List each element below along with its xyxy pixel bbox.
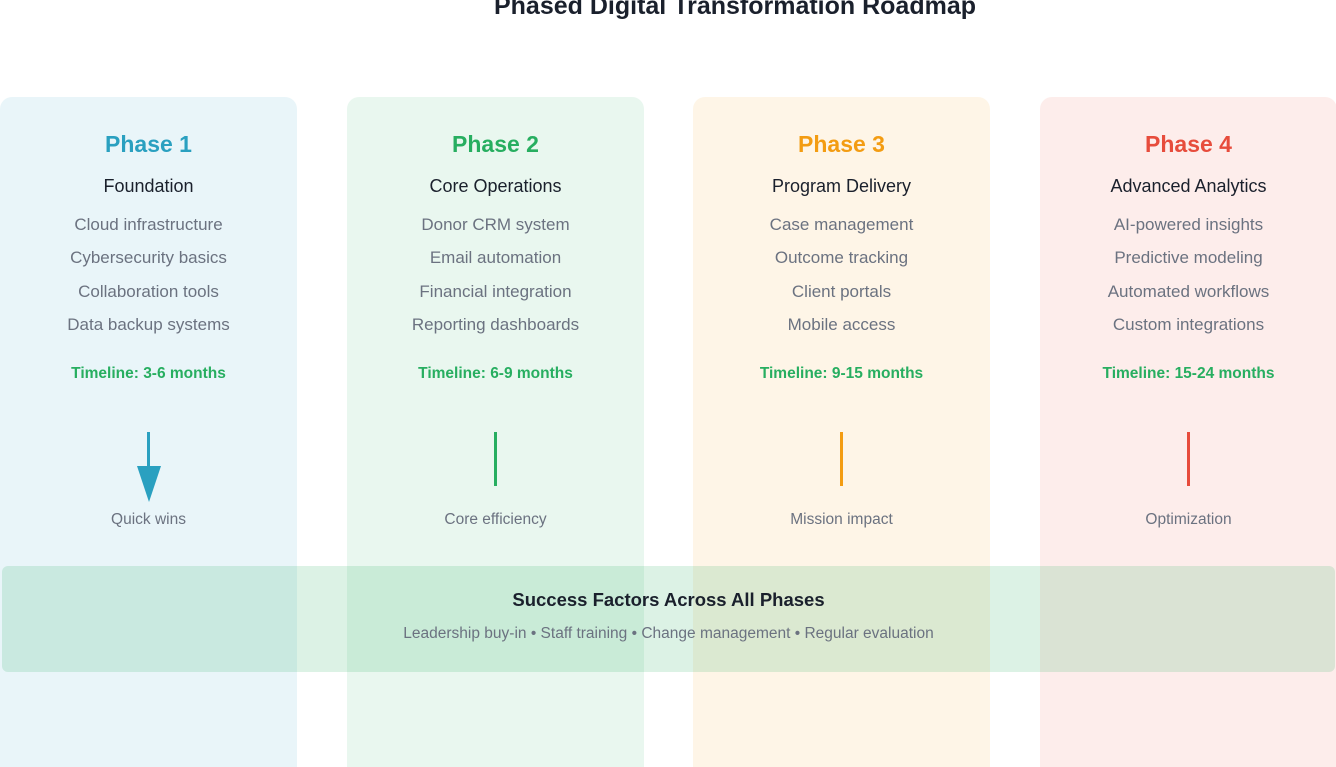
phase-3-items: Case management Outcome tracking Client … <box>693 215 990 349</box>
diagram-title: Phased Digital Transformation Roadmap <box>493 0 977 20</box>
phase-2-timeline: Timeline: 6-9 months <box>418 365 573 382</box>
phase-2-item: Email automation <box>429 248 562 268</box>
phase-2-connector-line <box>494 432 497 486</box>
phase-4-connector-line <box>1187 432 1190 486</box>
phase-2-title: Phase 2 <box>452 131 539 157</box>
phase-1-outcome: Quick wins <box>111 511 186 528</box>
phase-3-item: Case management <box>769 215 914 234</box>
phase-3-item: Client portals <box>791 281 892 301</box>
phase-1-item: Data backup systems <box>67 315 230 335</box>
phase-3-timeline: Timeline: 9-15 months <box>759 365 924 382</box>
phase-1-item: Cloud infrastructure <box>74 215 223 234</box>
phase-2-subtitle: Core Operations <box>429 176 562 196</box>
success-factors-title: Success Factors Across All Phases <box>512 589 825 610</box>
phase-2-outcome: Core efficiency <box>444 511 547 528</box>
phase-4-subtitle: Advanced Analytics <box>1110 176 1267 196</box>
phase-4-timeline: Timeline: 15-24 months <box>1102 365 1275 382</box>
phase-3-title: Phase 3 <box>798 131 885 157</box>
phase-3-item: Outcome tracking <box>774 248 909 268</box>
phase-3-card: Phase 3 Program Delivery Case management… <box>693 97 990 767</box>
success-factors-list: Leadership buy-in • Staff training • Cha… <box>403 625 934 642</box>
phase-4-outcome: Optimization <box>1145 511 1232 528</box>
phase-4-items: AI-powered insights Predictive modeling … <box>1040 215 1336 349</box>
phase-3-outcome: Mission impact <box>790 511 893 528</box>
phase-4-item: Custom integrations <box>1112 315 1265 335</box>
success-factors-panel: Success Factors Across All Phases Leader… <box>2 566 1335 672</box>
phase-2-card: Phase 2 Core Operations Donor CRM system… <box>347 97 644 767</box>
phase-4-item: AI-powered insights <box>1113 215 1264 234</box>
phase-2-item: Financial integration <box>419 281 572 301</box>
phase-4-item: Predictive modeling <box>1114 248 1263 268</box>
phase-3-subtitle: Program Delivery <box>771 176 912 196</box>
phase-4-title: Phase 4 <box>1145 131 1232 157</box>
phase-1-arrow-shaft <box>147 432 150 486</box>
phase-1-arrowhead <box>136 466 161 502</box>
phase-3-item: Mobile access <box>787 315 896 335</box>
phase-1-items: Cloud infrastructure Cybersecurity basic… <box>0 215 297 349</box>
phase-3-connector-line <box>840 432 843 486</box>
phase-2-item: Donor CRM system <box>421 215 570 234</box>
phase-1-title: Phase 1 <box>105 131 192 157</box>
phase-1-subtitle: Foundation <box>103 176 194 196</box>
phase-2-item: Reporting dashboards <box>411 315 580 335</box>
phase-1-item: Collaboration tools <box>78 281 219 301</box>
phase-2-items: Donor CRM system Email automation Financ… <box>347 215 644 349</box>
phase-4-item: Automated workflows <box>1107 281 1270 301</box>
phase-4-card: Phase 4 Advanced Analytics AI-powered in… <box>1040 97 1336 767</box>
phase-1-card: Phase 1 Foundation Cloud infrastructure … <box>0 97 297 767</box>
phase-1-item: Cybersecurity basics <box>70 248 227 268</box>
phase-1-timeline: Timeline: 3-6 months <box>71 365 226 382</box>
